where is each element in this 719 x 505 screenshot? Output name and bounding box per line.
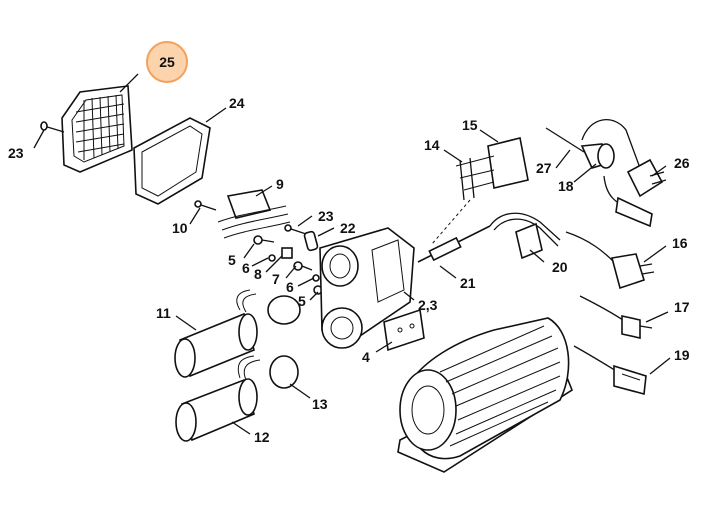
label-part-20: 20	[552, 259, 568, 275]
capacitor-icon	[175, 355, 261, 442]
o-ring-icon	[267, 295, 301, 389]
switch-housing-icon	[319, 227, 415, 349]
plug-icon	[573, 345, 647, 396]
callout-label-25: 25	[159, 54, 175, 70]
switch-icon	[431, 137, 529, 245]
capacitor-icon	[174, 289, 258, 378]
air-grille-icon[interactable]	[61, 85, 133, 173]
label-part-15: 15	[462, 117, 478, 133]
part-labels: 23 24 9 10 23 22 5 6 8 7 6 5 14 15 27 18…	[8, 95, 690, 445]
label-part-26: 26	[674, 155, 690, 171]
label-part-16: 16	[672, 235, 688, 251]
mounting-plate-icon	[383, 308, 425, 352]
cable-gland-icon	[545, 127, 615, 169]
label-part-22: 22	[340, 220, 356, 236]
screw-icon	[194, 200, 307, 235]
plug-icon	[565, 231, 655, 290]
small-hardware-icon	[253, 235, 331, 295]
plug-icon	[579, 295, 653, 339]
label-part-10: 10	[172, 220, 188, 236]
label-part-5: 5	[228, 252, 236, 268]
label-part-19: 19	[674, 347, 690, 363]
label-part-6: 6	[242, 260, 250, 276]
label-part-23: 23	[318, 208, 334, 224]
label-part-4: 4	[362, 349, 370, 365]
highlighted-part-callout[interactable]: 25	[146, 41, 188, 83]
label-part-27: 27	[536, 160, 552, 176]
label-part-23: 23	[8, 145, 24, 161]
label-part-13: 13	[312, 396, 328, 412]
electric-motor-icon	[397, 317, 573, 473]
label-part-6: 6	[286, 279, 294, 295]
label-part-11: 11	[156, 305, 171, 321]
label-part-9: 9	[276, 176, 284, 192]
plug-icon	[581, 119, 667, 228]
label-part-8: 8	[254, 266, 262, 282]
gasket-icon	[133, 117, 211, 205]
label-part-7: 7	[272, 271, 280, 287]
cable-icon	[417, 212, 561, 263]
label-part-2-3: 2,3	[418, 297, 438, 313]
leader-lines	[33, 73, 671, 435]
label-part-17: 17	[674, 299, 690, 315]
label-part-21: 21	[460, 275, 476, 291]
label-part-12: 12	[254, 429, 270, 445]
label-part-24: 24	[229, 95, 245, 111]
terminal-block-icon	[217, 189, 291, 239]
cable-clip-icon	[303, 230, 319, 252]
label-part-5: 5	[298, 293, 306, 309]
label-part-14: 14	[424, 137, 440, 153]
label-part-18: 18	[558, 178, 574, 194]
